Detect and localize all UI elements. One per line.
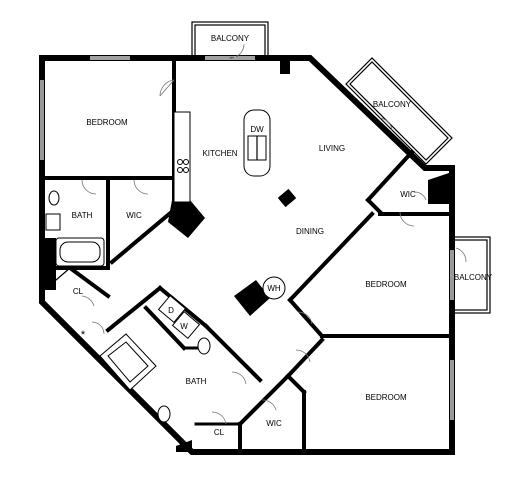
bath-left-fixtures <box>45 190 105 267</box>
dryer-label: D <box>168 306 174 315</box>
bedroom-right-label: BEDROOM <box>365 280 407 289</box>
balcony-right-label: BALCONY <box>454 273 493 282</box>
bath-left-label: BATH <box>72 211 93 220</box>
door-swings <box>81 43 467 425</box>
entry-marker: * <box>81 329 86 341</box>
kitchen-island <box>243 109 271 177</box>
living-label: LIVING <box>319 144 345 153</box>
bedroom-top-left-label: BEDROOM <box>86 118 128 127</box>
water-heater-label: WH <box>267 284 281 293</box>
cl-left-label: CL <box>73 287 84 296</box>
structural-columns <box>42 58 452 452</box>
bedroom-bottom-label: BEDROOM <box>365 393 407 402</box>
windows <box>40 56 454 420</box>
laundry-units <box>157 294 201 340</box>
balcony-right-top-label: BALCONY <box>373 100 412 109</box>
dishwasher-label: DW <box>250 125 264 134</box>
water-heater <box>262 276 286 300</box>
exterior-wall <box>39 55 455 455</box>
balcony-right-top <box>345 57 453 165</box>
bath-bottom-fixtures <box>99 333 211 423</box>
wic-right-label: WIC <box>400 190 416 199</box>
dining-label: DINING <box>296 227 324 236</box>
bath-bottom-label: BATH <box>186 377 207 386</box>
interior-walls <box>40 56 454 454</box>
balcony-top-label: BALCONY <box>211 34 250 43</box>
fixture-labels: DW D W WH <box>168 125 281 331</box>
kitchen-counter <box>173 111 191 203</box>
washer-label: W <box>180 322 188 331</box>
room-labels: BALCONY BALCONY BALCONY BEDROOM KITCHEN … <box>72 34 493 437</box>
kitchen-label: KITCHEN <box>202 149 237 158</box>
wic-left-label: WIC <box>126 211 142 220</box>
cl-bottom-label: CL <box>214 428 225 437</box>
wic-bottom-label: WIC <box>266 419 282 428</box>
ref-label: REF <box>189 216 203 223</box>
